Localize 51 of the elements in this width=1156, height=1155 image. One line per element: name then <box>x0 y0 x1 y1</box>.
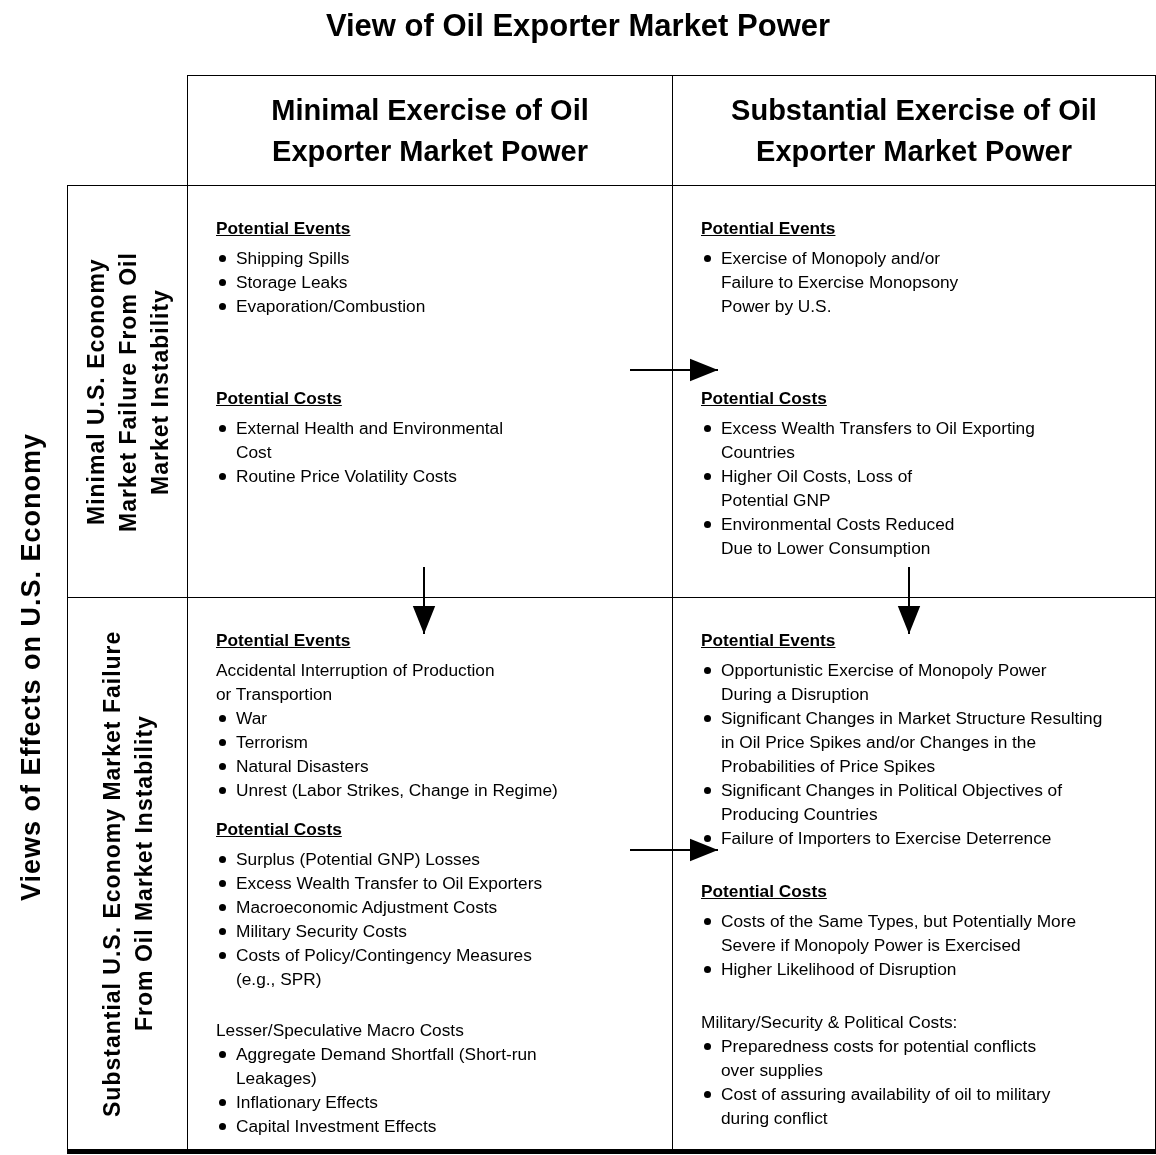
diagram-title: View of Oil Exporter Market Power <box>324 8 832 44</box>
bullet-item: Cost of assuring availability of oil to military during conflict <box>701 1082 1081 1130</box>
bullet-item: Unrest (Labor Strikes, Change in Regime) <box>216 778 656 802</box>
bullet-item: Significant Changes in Political Objectives of Producing Countries <box>701 778 1093 826</box>
row-header: Minimal U.S. Economy Market Failure From Oil Market Instability <box>81 250 174 534</box>
arrow <box>897 566 921 635</box>
bullet-item: Aggregate Demand Shortfall (Short-run Leakages) <box>216 1042 571 1090</box>
arrow <box>629 358 719 382</box>
bullet-item: Storage Leaks <box>216 270 656 294</box>
column-header: Minimal Exercise of Oil Exporter Market Power <box>270 92 590 169</box>
section-heading: Potential Events <box>216 629 351 652</box>
bullet-item: Inflationary Effects <box>216 1090 656 1114</box>
section-heading: Potential Costs <box>216 387 342 410</box>
row-header: Substantial U.S. Economy Market Failure From Oil Market Instability <box>97 629 158 1119</box>
bullet-item: Routine Price Volatility Costs <box>216 464 656 488</box>
bullet-item: Failure of Importers to Exercise Deterrence <box>701 826 1141 850</box>
bullet-item: War <box>216 706 656 730</box>
bullet-item: Environmental Costs Reduced Due to Lower Consumption <box>701 512 983 560</box>
bullet-item: Excess Wealth Transfers to Oil Exporting Countries <box>701 416 1071 464</box>
bullet-item: Higher Likelihood of Disruption <box>701 957 1141 981</box>
bullet-item: Military Security Costs <box>216 919 656 943</box>
bullet-item: Terrorism <box>216 730 656 754</box>
section-heading: Potential Events <box>701 629 836 652</box>
bullet-item: Evaporation/Combustion <box>216 294 656 318</box>
arrow <box>412 566 436 635</box>
text-line: Accidental Interruption of Production or Transportion <box>216 659 496 706</box>
bullet-item: Preparedness costs for potential conflicts over supplies <box>701 1034 1066 1082</box>
matrix-cell <box>672 597 1156 1150</box>
bullet-item: Capital Investment Effects <box>216 1114 656 1138</box>
bullet-item: Costs of the Same Types, but Potentially More Severe if Monopoly Power is Exercised <box>701 909 1106 957</box>
section-heading: Potential Events <box>701 217 836 240</box>
bullet-item: Significant Changes in Market Structure Resulting in Oil Price Spikes and/or Changes in the Probabilities of Price Spikes <box>701 706 1113 778</box>
axis-title: Views of Effects on U.S. Economy <box>15 433 47 902</box>
bullet-item: Excess Wealth Transfer to Oil Exporters <box>216 871 656 895</box>
section-heading: Potential Costs <box>701 387 827 410</box>
bullet-item: External Health and Environmental Cost <box>216 416 536 464</box>
bullet-item: Shipping Spills <box>216 246 656 270</box>
bullet-item: Exercise of Monopoly and/or Failure to Exercise Monopsony Power by U.S. <box>701 246 989 318</box>
text-line: Lesser/Speculative Macro Costs <box>216 1019 465 1042</box>
section-heading: Potential Events <box>216 217 351 240</box>
section-heading: Potential Costs <box>701 880 827 903</box>
bullet-item: Opportunistic Exercise of Monopoly Power During a Disruption <box>701 658 1076 706</box>
arrow <box>629 838 719 862</box>
bullet-item: Costs of Policy/Contingency Measures (e.g., SPR) <box>216 943 566 991</box>
bullet-item: Higher Oil Costs, Loss of Potential GNP <box>701 464 943 512</box>
bullet-item: Surplus (Potential GNP) Losses <box>216 847 656 871</box>
bullet-item: Macroeconomic Adjustment Costs <box>216 895 656 919</box>
column-header: Substantial Exercise of Oil Exporter Market Power <box>730 92 1098 169</box>
bullet-item: Natural Disasters <box>216 754 656 778</box>
section-heading: Potential Costs <box>216 818 342 841</box>
text-line: Military/Security & Political Costs: <box>701 1011 959 1034</box>
